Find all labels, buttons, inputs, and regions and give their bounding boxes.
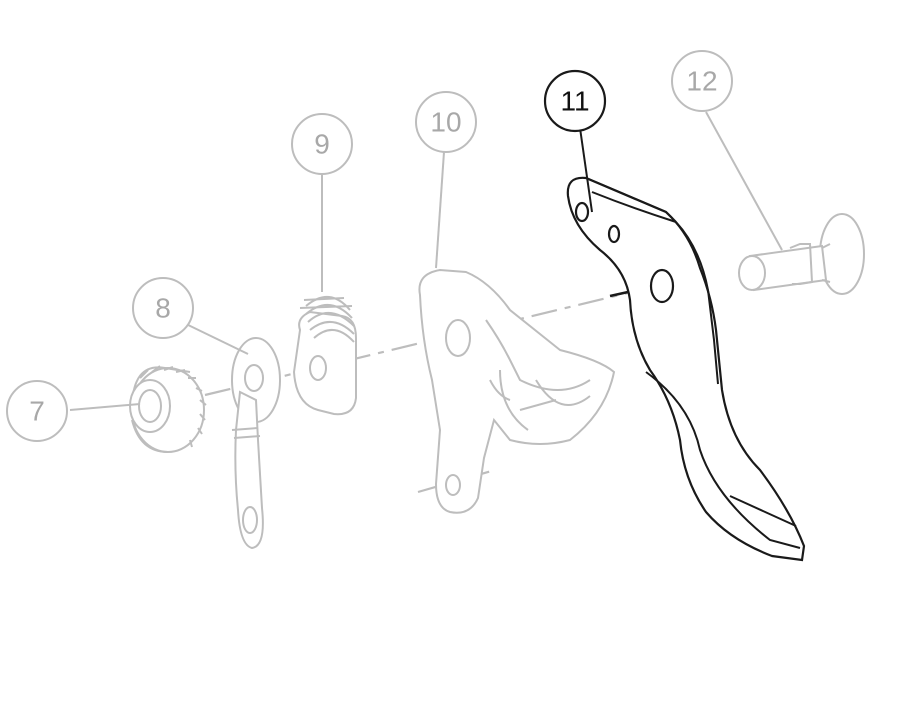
callout-9: 9 (291, 113, 353, 175)
part-7-knurled-nut (129, 365, 207, 453)
callout-9-label: 9 (314, 129, 330, 160)
callout-10: 10 (415, 91, 477, 153)
leader-11 (579, 127, 593, 213)
leader-10 (435, 151, 445, 269)
leader-8 (183, 322, 249, 355)
part-12-pivot-bolt (738, 213, 865, 295)
callout-12: 12 (671, 50, 733, 112)
callout-7-label: 7 (29, 396, 45, 427)
leader-12 (705, 111, 783, 251)
callout-11: 11 (543, 69, 607, 133)
leader-lines (69, 111, 783, 411)
callout-8: 8 (132, 277, 194, 339)
callout-8-label: 8 (155, 293, 171, 324)
part-10-anvil-blade (418, 268, 616, 514)
assembly-axis (204, 288, 641, 397)
part-11-handle (566, 176, 806, 562)
leader-7 (69, 403, 141, 411)
callout-7: 7 (6, 380, 68, 442)
assembly-axis-highlight (609, 274, 701, 298)
part-8-latch (231, 337, 281, 550)
callout-12-label: 12 (686, 66, 717, 97)
callout-11-label: 11 (560, 86, 589, 117)
part-9-spring (292, 296, 357, 416)
callout-10-label: 10 (430, 107, 461, 138)
